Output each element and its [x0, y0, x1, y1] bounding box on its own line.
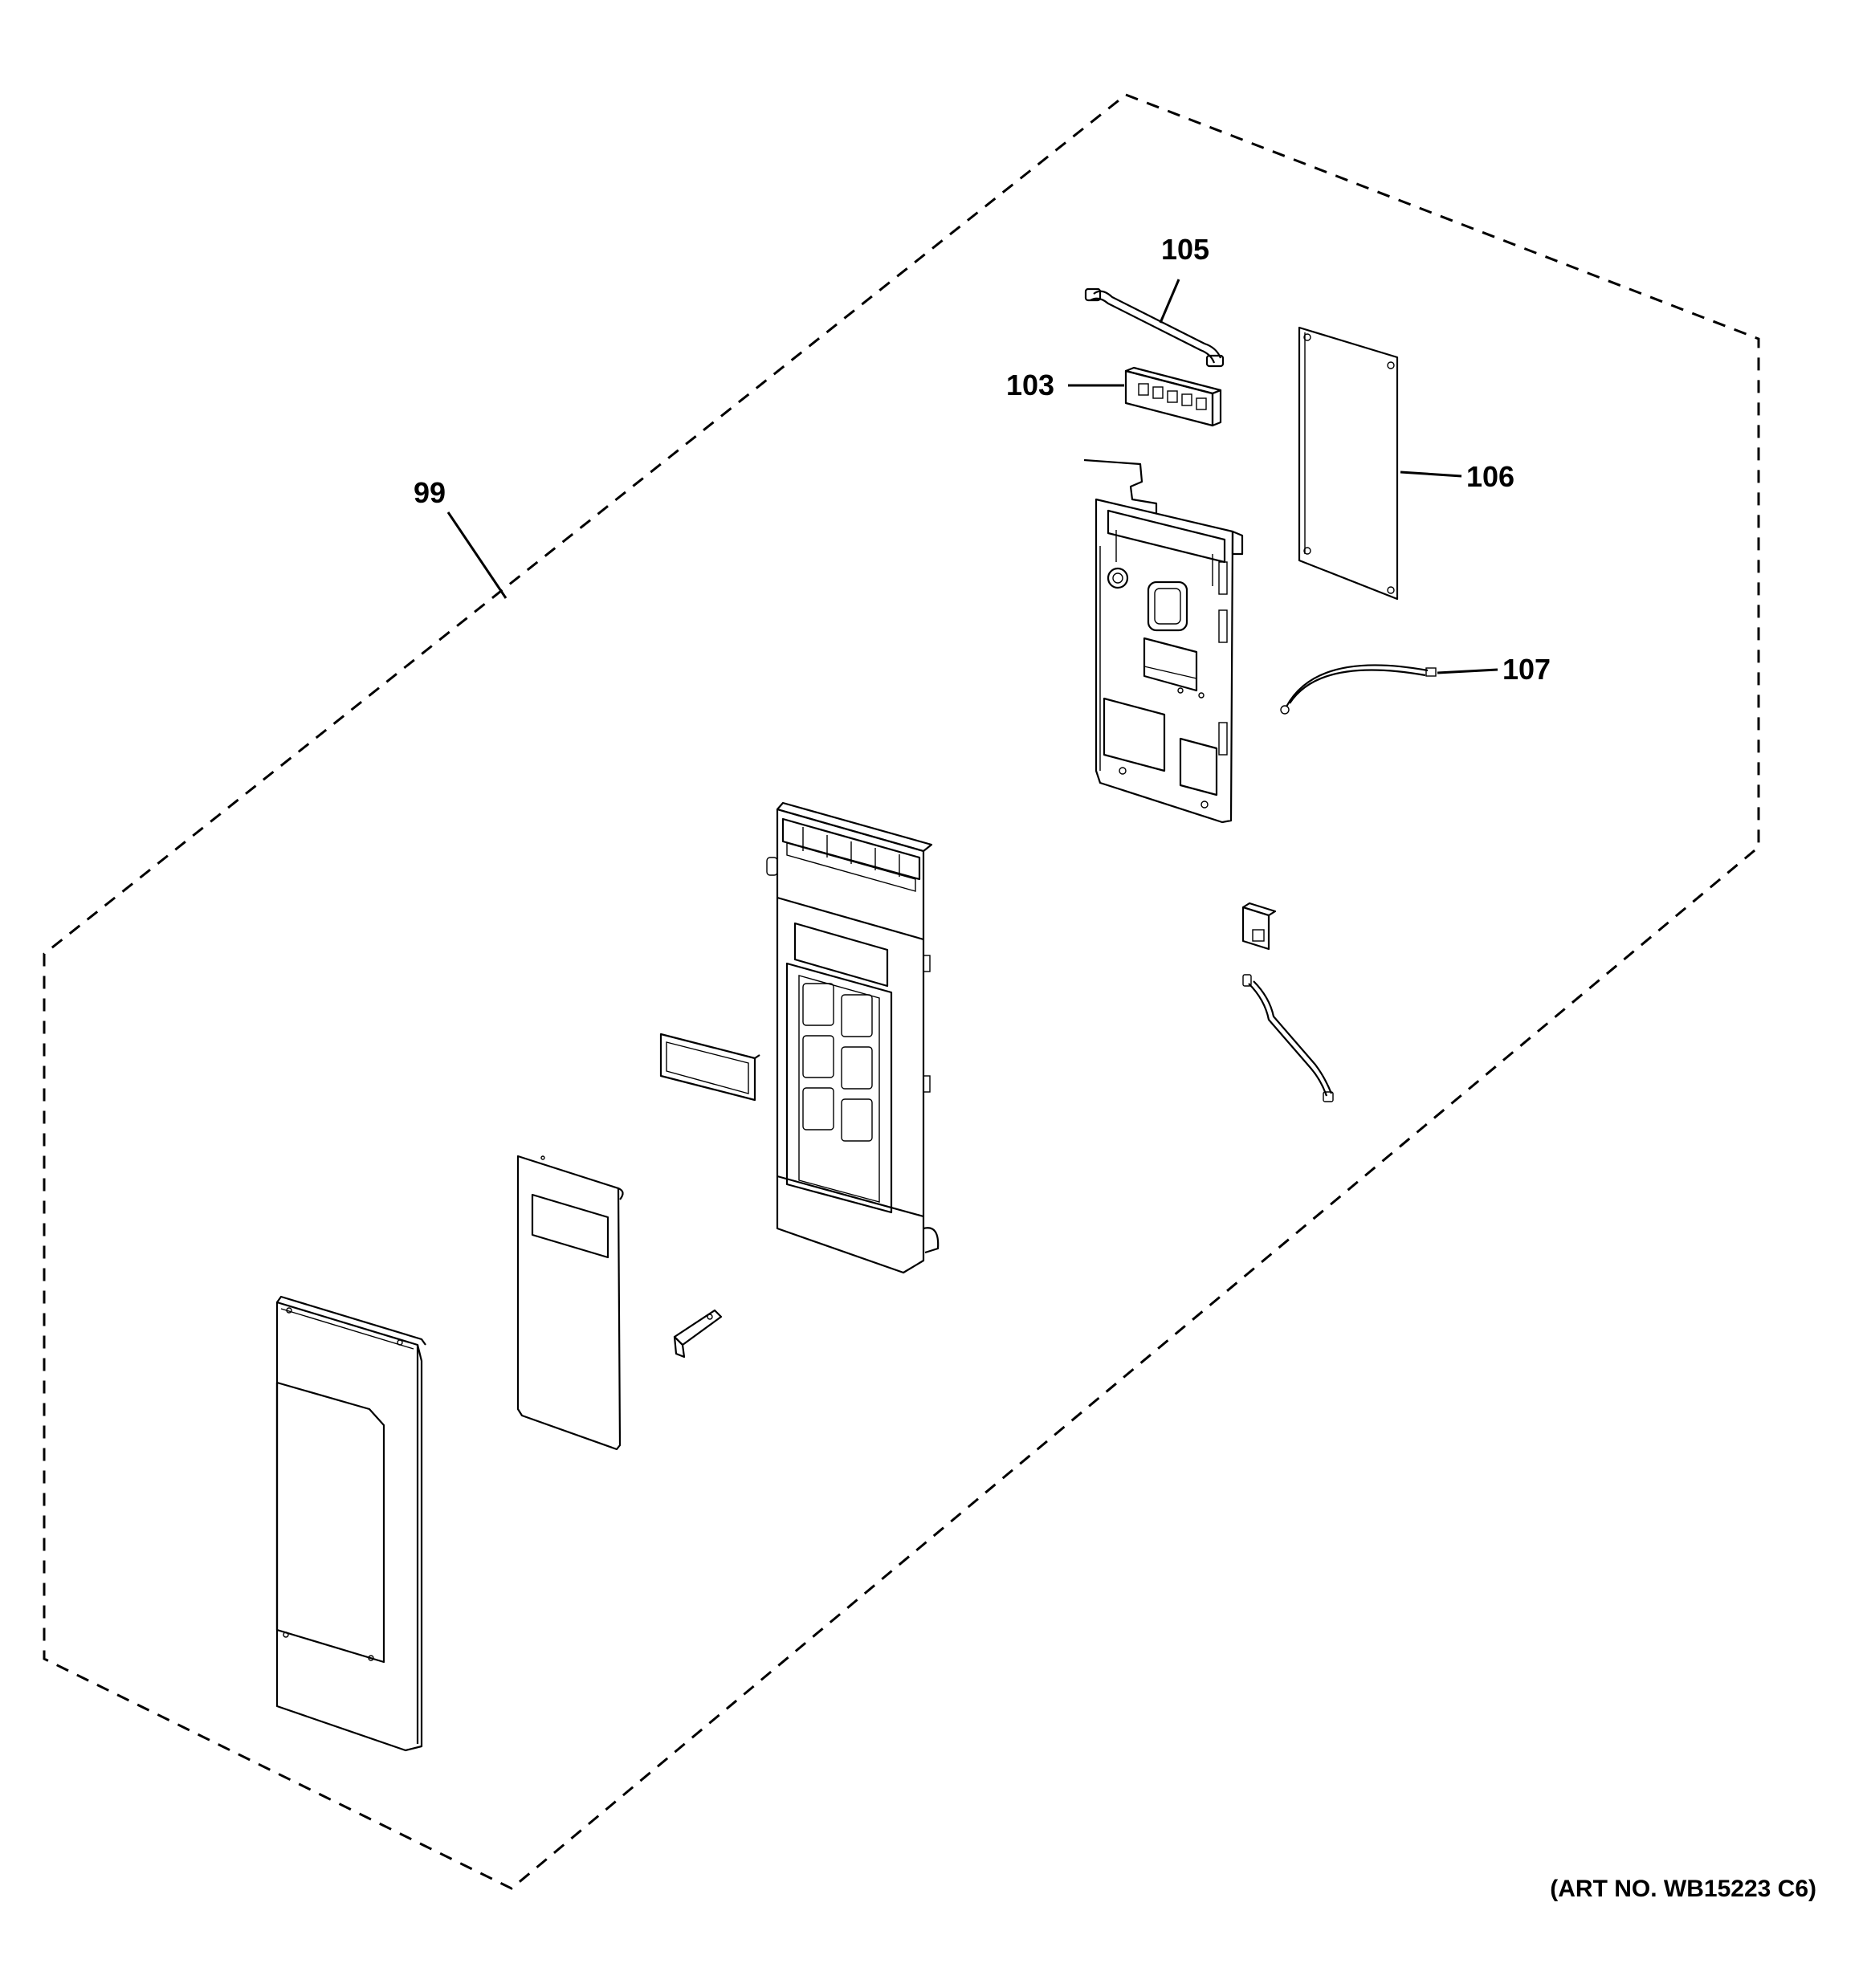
callout-106: 106	[1466, 460, 1514, 493]
leader-99	[446, 511, 508, 599]
part-103-display-board[interactable]	[1124, 366, 1222, 427]
callout-105: 105	[1161, 233, 1209, 266]
front-trim-frame[interactable]	[275, 1295, 426, 1752]
membrane-touchpad[interactable]	[516, 1155, 624, 1451]
callout-103: 103	[1006, 369, 1054, 401]
callout-107: 107	[1502, 653, 1551, 686]
part-107-wire[interactable]	[1280, 664, 1437, 715]
control-housing[interactable]	[766, 801, 940, 1274]
leader-105	[1159, 279, 1180, 324]
lower-wire-harness[interactable]	[1242, 974, 1334, 1102]
callout-99: 99	[414, 476, 446, 509]
leader-106	[1400, 471, 1462, 478]
leader-107	[1437, 668, 1498, 674]
latch-bracket[interactable]	[673, 1309, 723, 1359]
control-panel-frame[interactable]	[1083, 458, 1244, 824]
art-number: (ART NO. WB15223 C6)	[1550, 1876, 1816, 1902]
part-105-wire-harness[interactable]	[1084, 287, 1225, 368]
part-106-control-panel-board[interactable]	[1298, 326, 1399, 601]
display-window[interactable]	[659, 1033, 760, 1102]
assembly-boundary	[43, 93, 1760, 1890]
switch-bracket[interactable]	[1241, 902, 1277, 951]
